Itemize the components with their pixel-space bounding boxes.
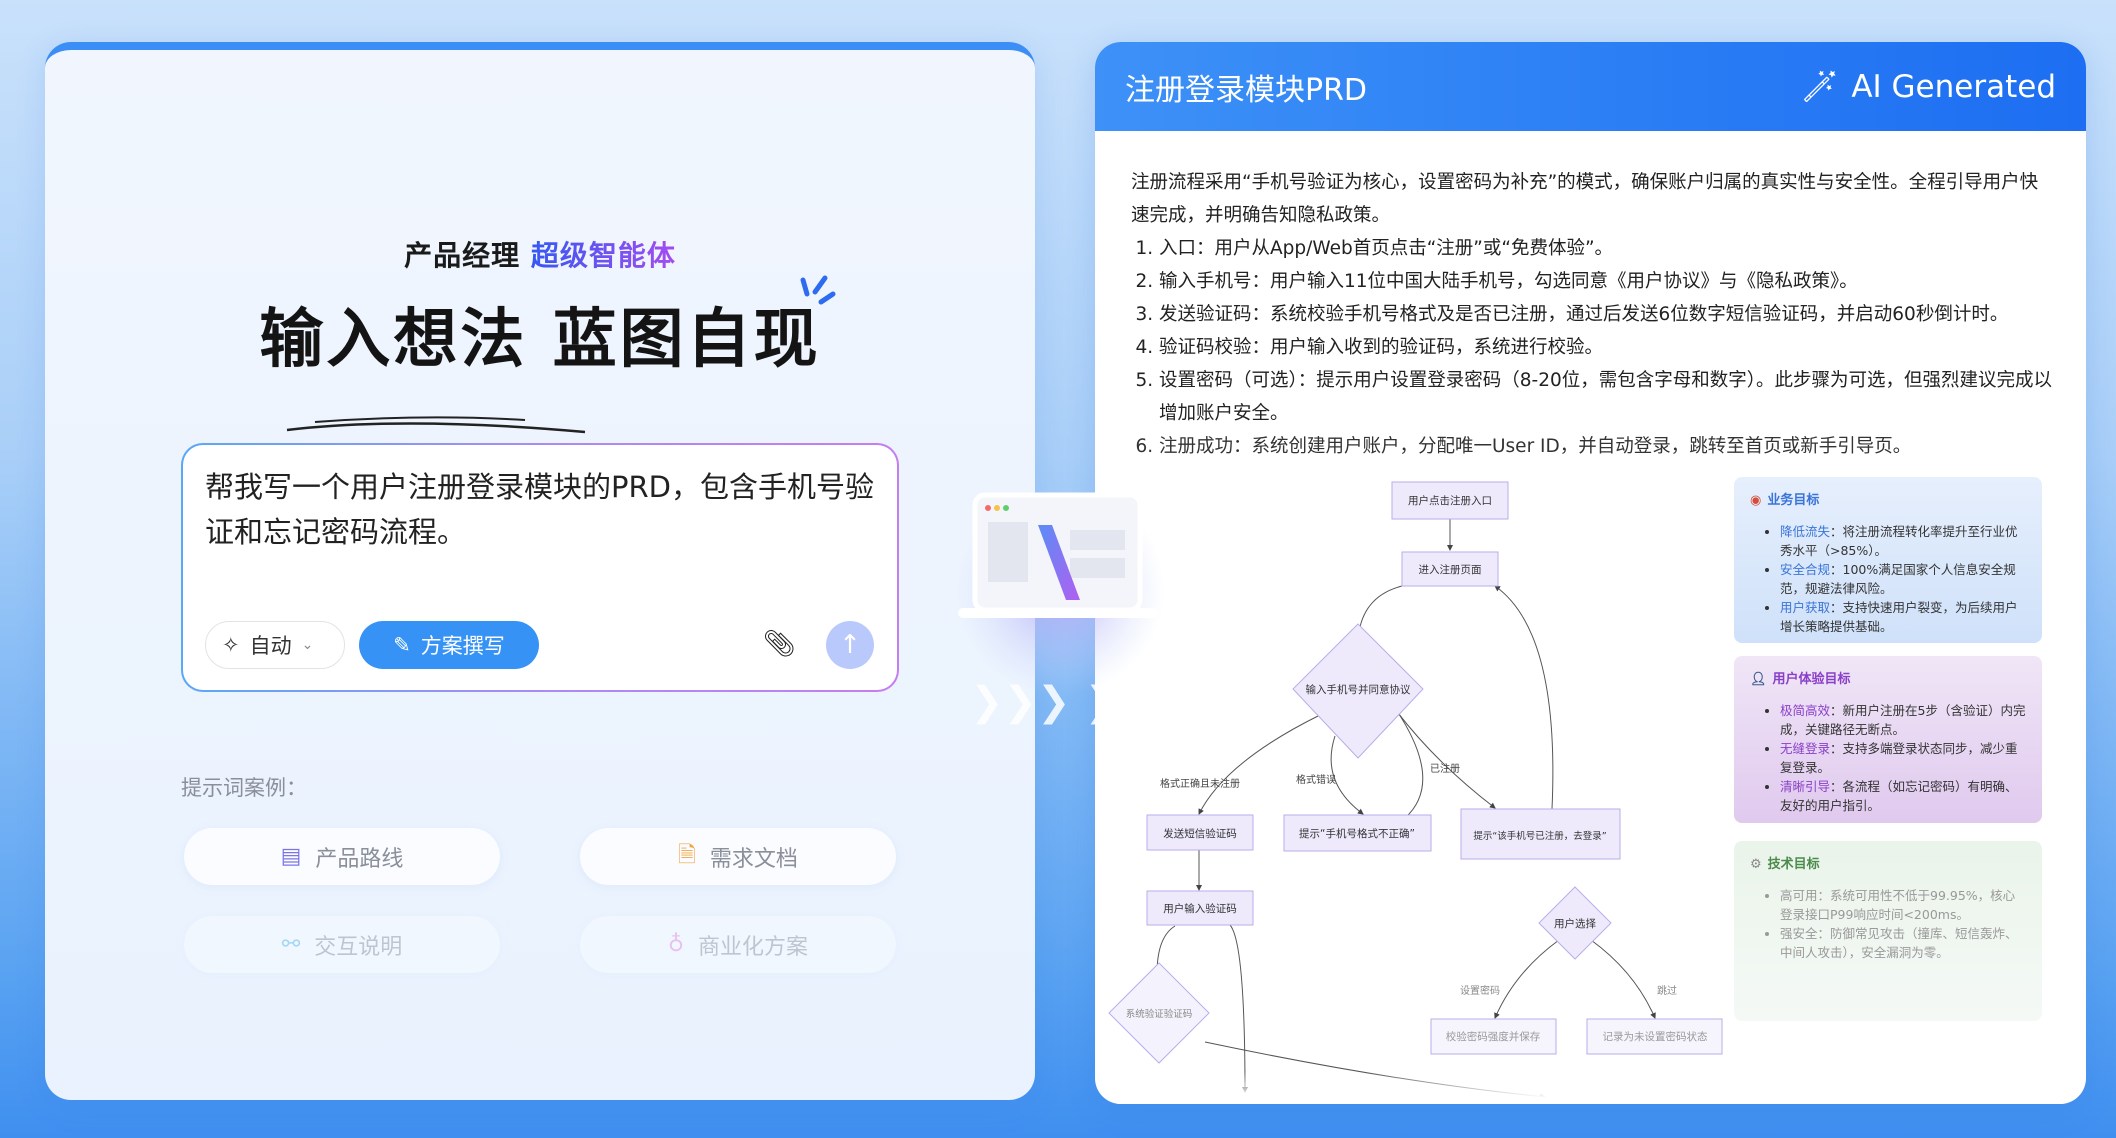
flow-node-entry: 用户点击注册入口 [1408,494,1492,507]
magic-wand-icon: ✧ [222,633,240,657]
flow-edge-label-registered: 已注册 [1430,762,1460,775]
card-item: 极简高效：新用户注册在5步（含验证）内完成，关键路径无断点。 [1780,701,2026,739]
step-item: 入口：用户从App/Web首页点击“注册”或“免费体验”。 [1159,232,2056,265]
bottom-fade [1095,1072,2086,1104]
example-chip-product-roadmap[interactable]: ▤ 产品路线 [184,828,500,885]
step-item: 输入手机号：用户输入11位中国大陆手机号，勾选同意《用户协议》与《隐私政策》。 [1159,265,2056,298]
flowchart: 用户点击注册入口 进入注册页面 输入手机号并同意协议 发送短信验证码 提示“手机… [1108,481,1723,1100]
flow-node-send-sms: 发送短信验证码 [1163,827,1237,840]
user-icon: 👤︎ [1750,672,1767,687]
steps-list: 入口：用户从App/Web首页点击“注册”或“免费体验”。 输入手机号：用户输入… [1131,232,2056,463]
card-item: 清晰引导：各流程（如忘记密码）有明确、友好的用户指引。 [1780,777,2026,815]
card-title: 用户体验目标 [1772,672,1851,687]
flow-edges [1154,519,1656,1100]
card-title: 业务目标 [1767,493,1820,508]
flow-node-input-phone: 输入手机号并同意协议 [1306,683,1411,696]
gear-icon: ⚙ [1750,857,1762,872]
card-item: 用户获取：支持快速用户裂变，为后续用户增长策略提供基础。 [1780,598,2026,636]
laptop-illustration: ❯❯❯ ❯❯❯ [955,485,1185,725]
sparkle-decoration [800,275,836,305]
flow-node-input-code: 用户输入验证码 [1163,902,1237,915]
ai-generated-badge: 🪄︎ AI Generated [1799,68,2056,106]
subtitle-plain: 产品经理 [404,239,521,272]
doc-sparkle-icon: ▤ [280,844,302,869]
subtitle-highlight: 超级智能体 [530,239,676,272]
step-item: 设置密码（可选）：提示用户设置登录密码（8-20位，需包含字母和数字）。此步骤为… [1159,364,2056,430]
underline-decoration [286,416,586,434]
card-item: 降低流失：将注册流程转化率提升至行业优秀水平（>85%）。 [1780,522,2026,560]
chip-label: 产品路线 [315,846,404,872]
step-item: 验证码校验：用户输入收到的验证码，系统进行校验。 [1159,331,2056,364]
attachment-icon[interactable]: 📎︎ [763,629,797,659]
flow-edge-label-ok: 格式正确且未注册 [1160,777,1240,790]
document-title: 注册登录模块PRD [1125,72,1368,108]
subtitle: 产品经理 超级智能体 [45,234,1035,274]
chevrons-icon: ❯❯❯ ❯❯❯ [970,679,1185,725]
prompt-input[interactable]: 帮我写一个用户注册登录模块的PRD，包含手机号验证和忘记密码流程。 [205,470,874,549]
mode-label: 自动 [249,634,292,658]
share-nodes-icon: ⚯ [281,932,301,957]
magic-wand-icon: 🪄︎ [1799,69,1840,105]
card-item: 高可用：系统可用性不低于99.95%，核心登录接口P99响应时间<200ms。 [1780,886,2026,924]
intro-paragraph: 注册流程采用“手机号验证为核心，设置密码为补充”的模式，确保账户归属的真实性与安… [1131,172,2039,226]
example-chip-requirements-doc[interactable]: 🗎︎ 需求文档 [580,828,896,885]
chip-label: 交互说明 [314,934,403,960]
money-bag-icon: ♁ [667,932,685,957]
chip-label: 需求文档 [709,846,798,872]
flow-edge-label-set-password: 设置密码 [1460,984,1500,997]
prompt-panel: 产品经理 超级智能体 输入想法 蓝图自现 帮我写一个用户注册登录模块的PRD，包… [45,42,1035,1100]
step-item: 发送验证码：系统校验手机号格式及是否已注册，通过后发送6位数字短信验证码，并启动… [1159,298,2056,331]
flow-edge-label-skip: 跳过 [1657,984,1677,997]
example-chip-interaction-spec[interactable]: ⚯ 交互说明 [184,916,500,973]
tech-goals-card: ⚙ 技术目标 高可用：系统可用性不低于99.95%，核心登录接口P99响应时间<2… [1734,841,2042,1021]
prompt-input-box[interactable]: 帮我写一个用户注册登录模块的PRD，包含手机号验证和忘记密码流程。 ✧ 自动 ⌄… [181,443,899,692]
document-header: 注册登录模块PRD 🪄︎ AI Generated [1095,42,2086,131]
target-icon: ◉ [1750,493,1762,508]
send-button[interactable]: ↑ [826,621,874,669]
card-item: 强安全：防御常见攻击（撞库、短信轰炸、中间人攻击），安全漏洞为零。 [1780,924,2026,962]
example-chip-monetization[interactable]: ♁ 商业化方案 [580,916,896,973]
flow-node-format-error: 提示“手机号格式不正确” [1299,827,1415,840]
flow-node-already-registered: 提示“该手机号已注册，去登录” [1473,830,1606,842]
mode-dropdown[interactable]: ✧ 自动 ⌄ [205,621,345,669]
flow-edge-label-error: 格式错误 [1296,773,1336,786]
step-item: 注册成功：系统创建用户账户，分配唯一User ID，并自动登录，跳转至首页或新手… [1159,430,2056,463]
chevron-down-icon: ⌄ [301,637,314,653]
card-item: 安全合规：100%满足国家个人信息安全规范，规避法律风险。 [1780,560,2026,598]
file-sparkle-icon: 🗎︎ [678,842,696,868]
arrow-up-icon: ↑ [839,630,861,660]
flow-node-save-password: 校验密码强度并保存 [1446,1030,1541,1043]
flow-nodes [1108,481,1723,1064]
badge-label: AI Generated [1851,68,2056,105]
write-plan-button[interactable]: ✎ 方案撰写 [359,621,539,669]
document-body: 注册流程采用“手机号验证为核心，设置密码为补充”的模式，确保账户归属的真实性与安… [1131,166,2056,463]
edit-doc-icon: ✎ [393,633,411,657]
business-goals-card: ◉ 业务目标 降低流失：将注册流程转化率提升至行业优秀水平（>85%）。 安全合规… [1734,477,2042,643]
chip-label: 商业化方案 [698,934,809,960]
card-item: 无缝登录：支持多端登录状态同步，减少重复登录。 [1780,739,2026,777]
write-plan-label: 方案撰写 [420,634,505,658]
flow-node-verify-code: 系统验证验证码 [1126,1008,1193,1020]
card-title: 技术目标 [1767,857,1820,872]
ux-goals-card: 👤︎用户体验目标 极简高效：新用户注册在5步（含验证）内完成，关键路径无断点。 … [1734,656,2042,823]
prd-document-panel: 注册登录模块PRD 🪄︎ AI Generated 注册流程采用“手机号验证为核心… [1095,42,2086,1104]
headline: 输入想法 蓝图自现 [259,303,821,377]
examples-label: 提示词案例： [181,776,307,800]
flow-node-register-page: 进入注册页面 [1419,563,1482,576]
flow-node-user-choice: 用户选择 [1554,917,1596,930]
flow-node-skip-password: 记录为未设置密码状态 [1603,1030,1708,1043]
